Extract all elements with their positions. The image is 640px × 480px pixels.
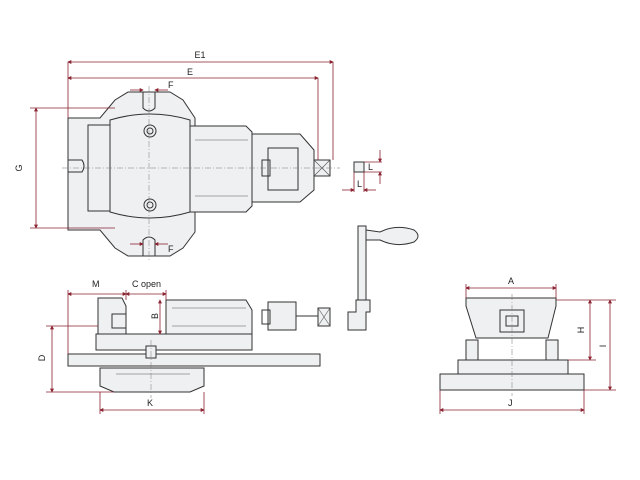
- dimension-i: I: [584, 299, 616, 391]
- dim-label-l-bottom: L: [357, 179, 362, 189]
- front-view-spindle: [267, 301, 297, 331]
- dimension-f-bottom: F: [130, 242, 174, 254]
- dimension-d: D: [37, 325, 114, 393]
- dimension-h: H: [556, 299, 596, 361]
- top-view-bolt-top-inner: [146, 127, 154, 135]
- dimension-a: A: [465, 276, 557, 298]
- front-view-lower-plate: [67, 353, 321, 367]
- dim-label-j: J: [508, 398, 513, 408]
- dim-label-l-side: L: [368, 162, 373, 172]
- dim-label-k: K: [147, 398, 153, 408]
- front-view-swivel-base: [99, 367, 205, 393]
- top-view-bolt-bottom: [143, 198, 157, 212]
- side-view: [439, 294, 585, 396]
- dim-label-b: B: [150, 313, 160, 319]
- dimension-e1: E1: [67, 50, 334, 160]
- dim-label-i: I: [598, 345, 608, 348]
- top-view-bolt-top: [143, 124, 157, 138]
- dimension-b: B: [150, 299, 162, 335]
- dim-label-e1: E1: [194, 50, 205, 60]
- dim-label-c-open: C open: [132, 279, 161, 289]
- top-view: [62, 86, 340, 262]
- dim-label-m: M: [92, 279, 100, 289]
- dim-label-g: G: [14, 164, 24, 171]
- front-view: [67, 297, 331, 398]
- dimension-k: K: [99, 392, 205, 414]
- top-view-bolt-bottom-inner: [146, 201, 154, 209]
- dimension-c-open: C open: [125, 279, 167, 300]
- dimension-g: G: [14, 107, 115, 229]
- dim-label-h: H: [576, 327, 586, 334]
- dim-label-f-top: F: [168, 80, 174, 90]
- front-view-body: [95, 333, 253, 351]
- dimension-j: J: [439, 390, 585, 414]
- front-view-moving-jaw: [165, 299, 253, 335]
- top-view-left-slot: [68, 159, 85, 173]
- square-drive-detail: L L: [342, 150, 382, 192]
- crank-handle: [347, 225, 419, 331]
- dimension-f-top: F: [130, 80, 174, 92]
- dimension-e: E: [67, 67, 319, 160]
- top-view-body-rail: [189, 125, 253, 213]
- dim-label-e: E: [187, 67, 193, 77]
- dim-label-d: D: [37, 354, 47, 361]
- top-view-nut: [267, 147, 299, 191]
- dim-label-a: A: [508, 276, 514, 286]
- dim-label-f-bottom: F: [168, 244, 174, 254]
